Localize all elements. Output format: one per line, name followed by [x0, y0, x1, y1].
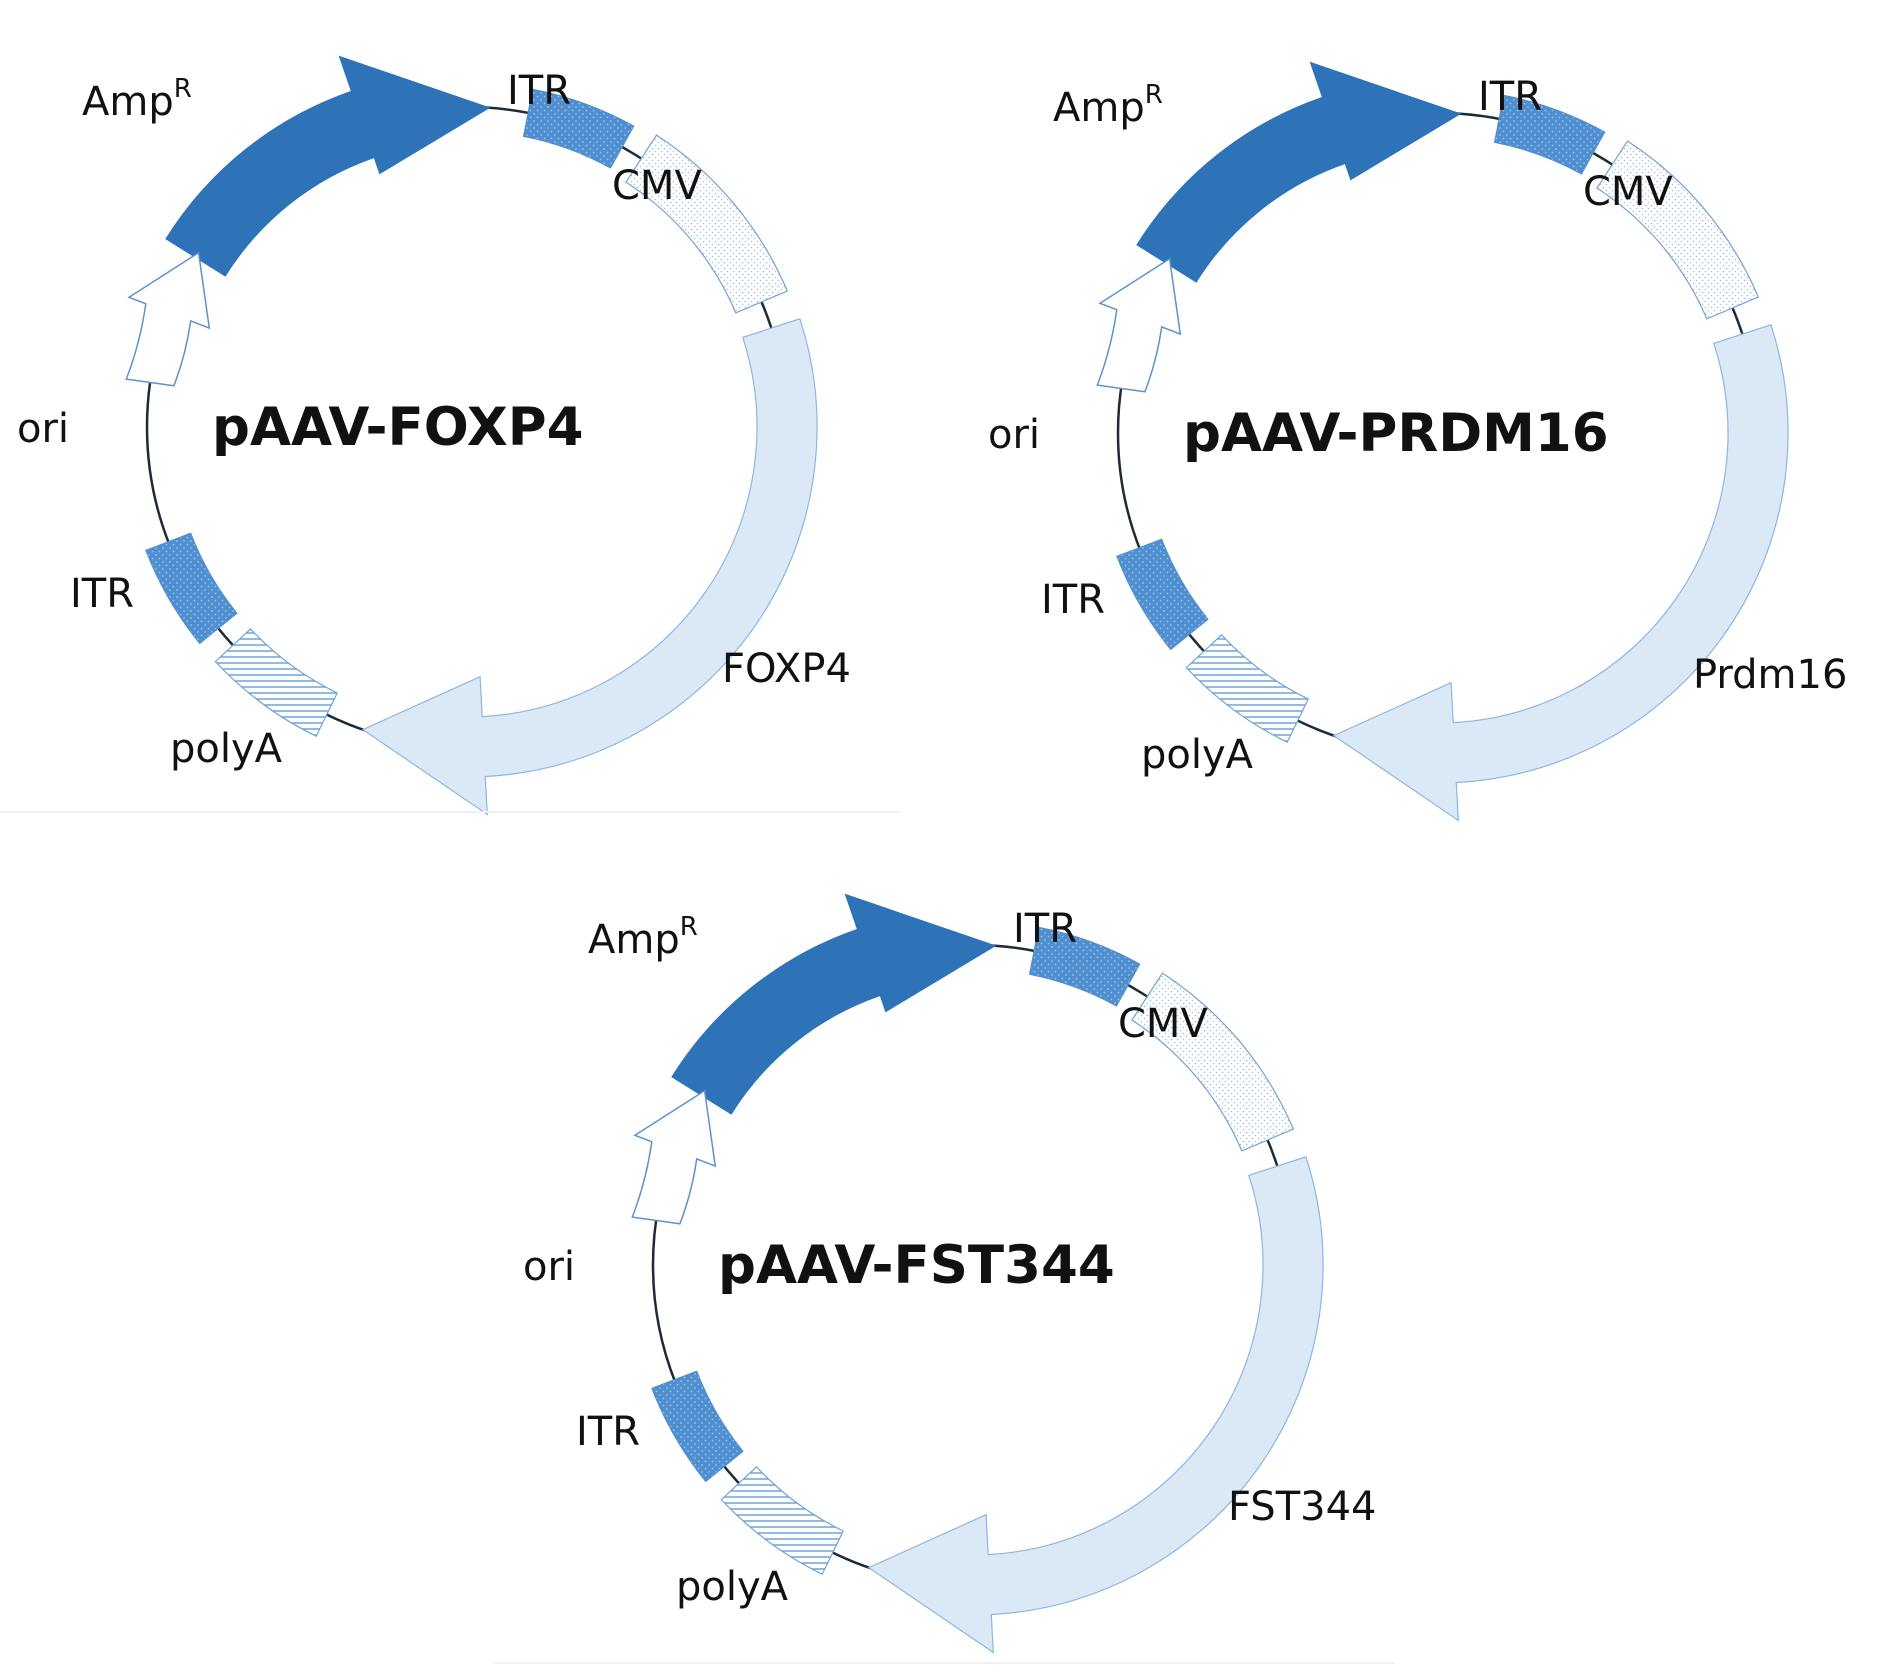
plasmid-foxp4: AmpR ITR CMV ori ITR polyA FOXP4 pAAV-FO… [17, 55, 851, 816]
itr-label-bottom: ITR [1041, 577, 1105, 623]
ampr-label: AmpR [82, 74, 192, 125]
cmv-promoter-block [1596, 140, 1760, 320]
gene-label: Prdm16 [1693, 652, 1847, 698]
cmv-promoter-block [1131, 972, 1295, 1152]
ampr-label: AmpR [1053, 80, 1163, 131]
gene-arrow [1332, 324, 1789, 822]
plasmid-title: pAAV-FOXP4 [212, 397, 584, 458]
polya-block [214, 628, 339, 738]
itr-block-top [1028, 926, 1141, 1007]
cmv-label: CMV [1583, 169, 1673, 215]
plasmid-fst344: AmpR ITR CMV ori ITR polyA FST344 pAAV-F… [523, 893, 1376, 1654]
itr-block-top [522, 88, 635, 169]
plasmid-prdm16: AmpR ITR CMV ori ITR polyA Prdm16 pAAV-P… [988, 61, 1847, 822]
plasmid-title: pAAV-FST344 [718, 1235, 1115, 1296]
itr-label-top: ITR [1478, 74, 1542, 120]
divider-line-top [0, 811, 900, 813]
plasmid-title: pAAV-PRDM16 [1183, 403, 1609, 464]
ori-label: ori [523, 1244, 575, 1290]
divider-line-bottom [495, 1662, 1395, 1664]
polya-label: polyA [1141, 732, 1254, 778]
itr-label-top: ITR [507, 68, 571, 114]
polya-block [1185, 634, 1310, 744]
ori-arrow [1096, 257, 1182, 393]
itr-block-bottom [1116, 538, 1209, 651]
itr-label-bottom: ITR [70, 571, 134, 617]
polya-block [720, 1466, 845, 1576]
gene-label: FST344 [1228, 1484, 1376, 1530]
itr-block-bottom [651, 1370, 744, 1483]
ampr-arrow [165, 55, 491, 277]
ampr-arrow [1136, 61, 1462, 283]
itr-label-top: ITR [1013, 906, 1077, 952]
ampr-label: AmpR [588, 912, 698, 963]
itr-block-top [1493, 94, 1606, 175]
ori-label: ori [17, 406, 69, 452]
polya-label: polyA [170, 726, 283, 772]
polya-label: polyA [676, 1564, 789, 1610]
cmv-promoter-block [625, 134, 789, 314]
cmv-label: CMV [1118, 1001, 1208, 1047]
gene-arrow [867, 1156, 1324, 1654]
ori-arrow [125, 251, 211, 387]
ampr-arrow [671, 893, 997, 1115]
gene-arrow [361, 318, 818, 816]
cmv-label: CMV [612, 163, 702, 209]
itr-block-bottom [145, 532, 238, 645]
ori-arrow [631, 1089, 717, 1225]
gene-label: FOXP4 [722, 646, 851, 692]
ori-label: ori [988, 412, 1040, 458]
itr-label-bottom: ITR [576, 1409, 640, 1455]
